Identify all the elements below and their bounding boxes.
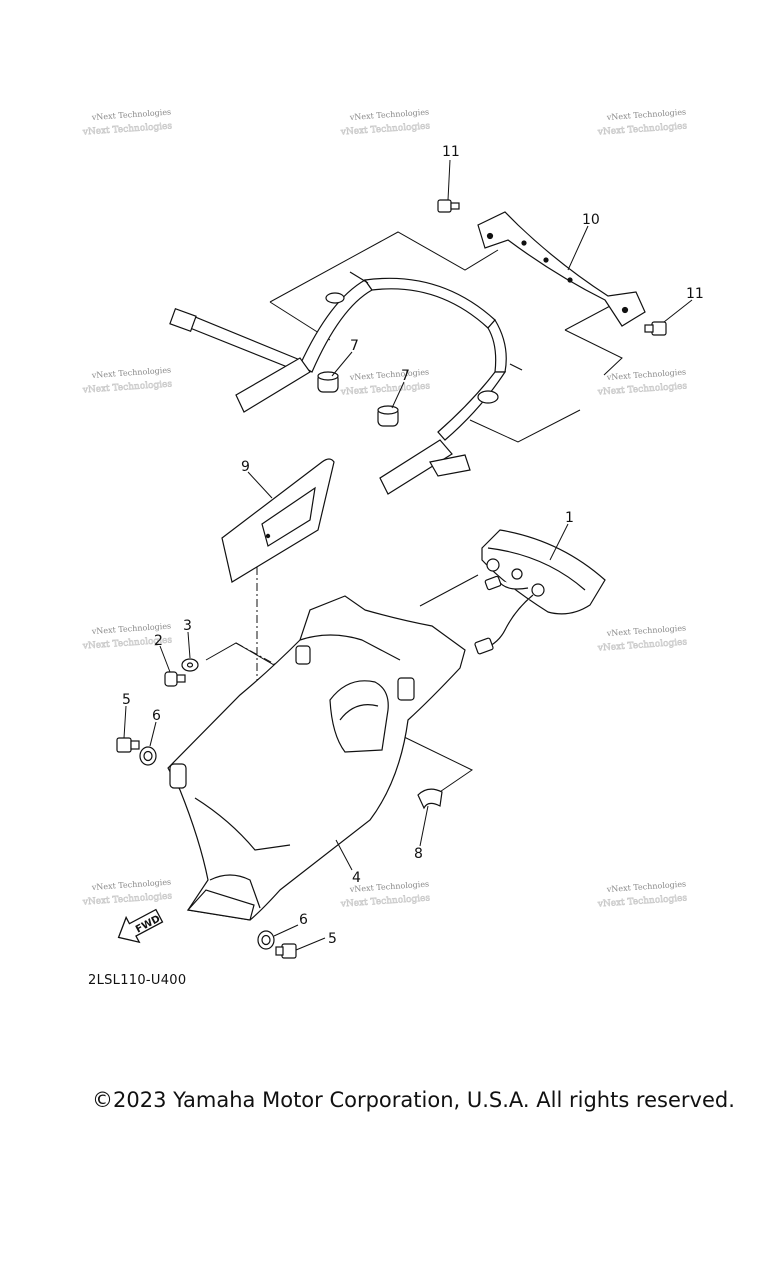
svg-text:vNext Technologies: vNext Technologies [597,381,688,397]
callout-label: 11 [442,144,460,160]
callout-label: 7 [401,368,410,384]
watermark: vNext Technologies vNext Technologies [596,623,688,654]
diagram-code: 2LSL110-U400 [88,973,187,988]
callout-label: 6 [299,912,308,928]
callout-label: 3 [183,618,192,634]
grab-bar-frame [169,271,523,495]
svg-text:vNext Technologies: vNext Technologies [606,367,687,382]
screw-part-2 [164,671,186,687]
washer-part-3 [181,658,199,672]
callout-label: 7 [350,338,359,354]
svg-text:vNext Technologies: vNext Technologies [82,379,173,395]
svg-text:vNext Technologies: vNext Technologies [606,623,687,638]
callout-label: 1 [565,510,574,526]
bolt-part-5-left [116,737,140,753]
svg-text:vNext Technologies: vNext Technologies [82,121,173,137]
callout-label: 11 [686,286,704,302]
callout-label: 5 [328,931,337,947]
svg-text:vNext Technologies: vNext Technologies [340,381,431,397]
svg-text:vNext Technologies: vNext Technologies [606,107,687,122]
bolt-part-5-bottom [275,943,297,959]
bracket-part-10 [477,211,646,327]
watermark: vNext Technologies vNext Technologies [81,877,173,908]
callout-label: 9 [241,459,250,475]
collar-part-6-bottom [257,930,275,950]
fwd-arrow-icon: FWD [117,908,164,944]
svg-text:vNext Technologies: vNext Technologies [91,107,172,122]
watermark: vNext Technologies vNext Technologies [596,879,688,910]
watermark: vNext Technologies vNext Technologies [339,367,431,398]
watermark: vNext Technologies vNext Technologies [339,107,431,138]
svg-text:vNext Technologies: vNext Technologies [82,891,173,907]
watermark: vNext Technologies vNext Technologies [596,367,688,398]
callout-label: 4 [352,870,361,886]
bolt-part-11-right [644,321,667,336]
svg-text:vNext Technologies: vNext Technologies [340,121,431,137]
svg-text:vNext Technologies: vNext Technologies [349,367,430,382]
clamp-part-8 [417,788,443,810]
copyright-notice: ©2023 Yamaha Motor Corporation, U.S.A. A… [92,1088,735,1112]
watermark: vNext Technologies vNext Technologies [81,365,173,396]
callout-label: 8 [414,846,423,862]
svg-text:vNext Technologies: vNext Technologies [340,893,431,909]
svg-text:vNext Technologies: vNext Technologies [91,365,172,380]
leader-lines [123,159,693,951]
collar-part-6-left [139,746,157,766]
callout-label: 10 [582,212,600,228]
svg-text:vNext Technologies: vNext Technologies [597,893,688,909]
rear-fender-part-4 [167,595,466,921]
callout-label: 5 [122,692,131,708]
svg-text:vNext Technologies: vNext Technologies [597,637,688,653]
svg-text:vNext Technologies: vNext Technologies [91,877,172,892]
bolt-part-11-top [437,199,460,213]
watermark: vNext Technologies vNext Technologies [81,107,173,138]
tail-light-part-1 [474,529,606,655]
svg-text:vNext Technologies: vNext Technologies [597,121,688,137]
damper-part-7-left [317,371,339,393]
damper-part-7-right [377,405,399,427]
plate-part-9 [221,458,335,583]
callout-label: 2 [154,633,163,649]
callout-label: 6 [152,708,161,724]
callout-labels: 11 10 11 7 7 9 1 3 2 5 6 8 4 6 5 [122,144,704,947]
svg-text:vNext Technologies: vNext Technologies [349,107,430,122]
svg-text:vNext Technologies: vNext Technologies [606,879,687,894]
watermark: vNext Technologies vNext Technologies [596,107,688,138]
